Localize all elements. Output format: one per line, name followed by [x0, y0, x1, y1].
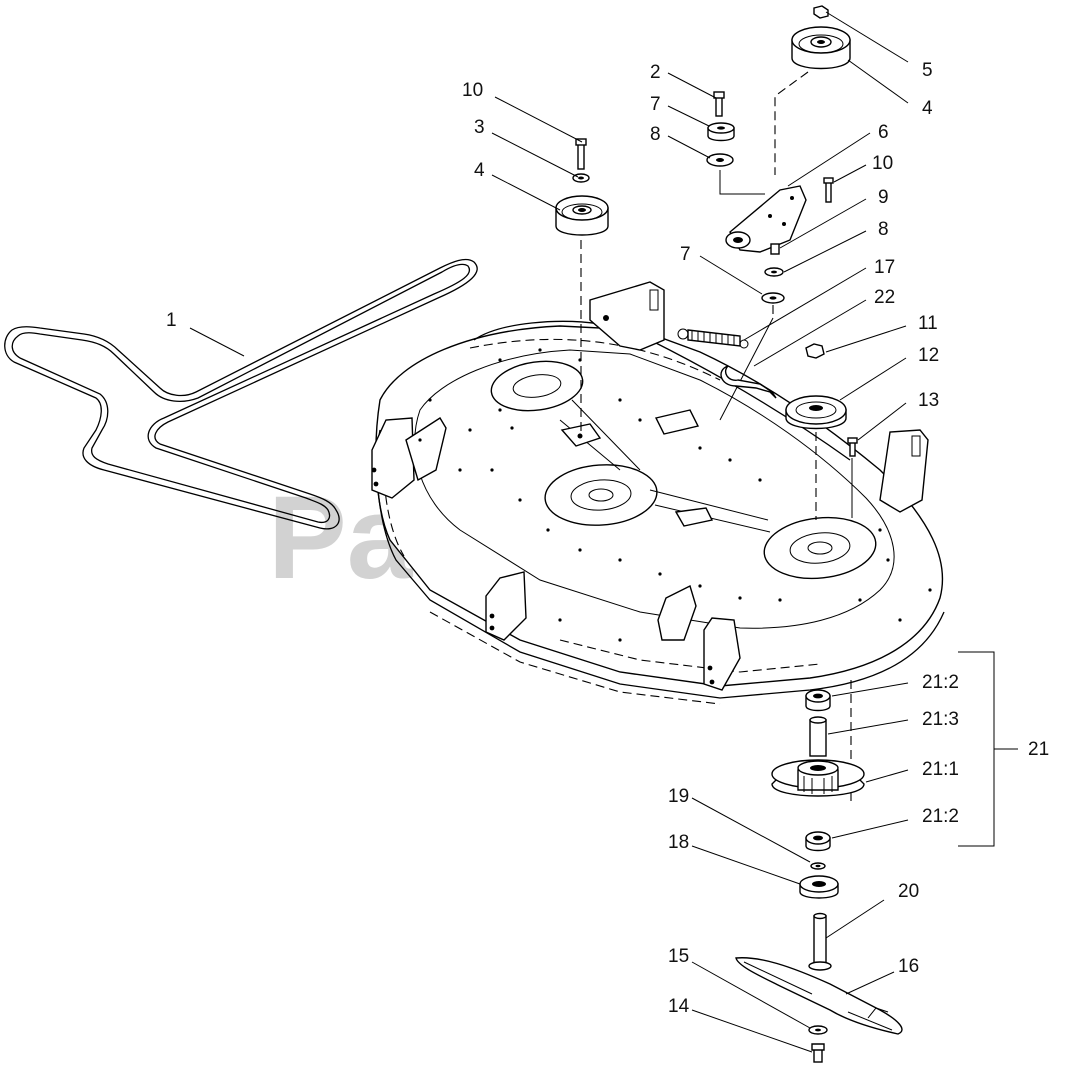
- callout-16: 16: [898, 956, 919, 977]
- callout-8-top: 8: [650, 124, 661, 145]
- callout-17: 17: [874, 257, 895, 278]
- callout-14: 14: [668, 996, 690, 1017]
- callout-4-left: 4: [474, 160, 485, 181]
- callout-9: 9: [878, 187, 889, 208]
- callout-11: 11: [918, 313, 938, 334]
- callout-20: 20: [898, 881, 919, 902]
- callout-21-3: 21:3: [922, 709, 959, 730]
- deck-holes: [418, 348, 932, 642]
- callout-7-mid: 7: [680, 244, 691, 265]
- spindle-assembly: [735, 651, 1018, 1063]
- callout-18: 18: [668, 832, 689, 853]
- callout-21: 21: [1028, 739, 1049, 760]
- callout-10-right: 10: [872, 153, 893, 174]
- belt: [4, 258, 478, 530]
- callout-7-top: 7: [650, 94, 661, 115]
- callout-22: 22: [874, 287, 895, 308]
- idler-arm-assembly: [706, 5, 851, 421]
- callout-6: 6: [878, 122, 889, 143]
- callout-5: 5: [922, 60, 933, 81]
- leader-lines: [189, 11, 909, 1053]
- callout-13: 13: [918, 390, 939, 411]
- callout-1: 1: [166, 310, 177, 331]
- callout-2: 2: [650, 62, 661, 83]
- callout-21-2-bottom: 21:2: [922, 806, 959, 827]
- spring-assembly: [677, 328, 777, 399]
- callout-labels: 1 10 3 4 2 7 8 5 4 6 10 9 8 7 17 22 11 1…: [166, 60, 1049, 1017]
- callout-15: 15: [668, 946, 689, 967]
- callout-10-left: 10: [462, 80, 483, 101]
- callout-21-1: 21:1: [922, 759, 959, 780]
- mower-deck: [371, 281, 945, 705]
- callout-21-2-top: 21:2: [922, 672, 959, 693]
- callout-8-mid: 8: [878, 219, 889, 240]
- callout-4-right: 4: [922, 98, 933, 119]
- callout-3: 3: [474, 117, 485, 138]
- callout-12: 12: [918, 345, 939, 366]
- callout-19: 19: [668, 786, 689, 807]
- idler-pulley-right: [785, 343, 858, 520]
